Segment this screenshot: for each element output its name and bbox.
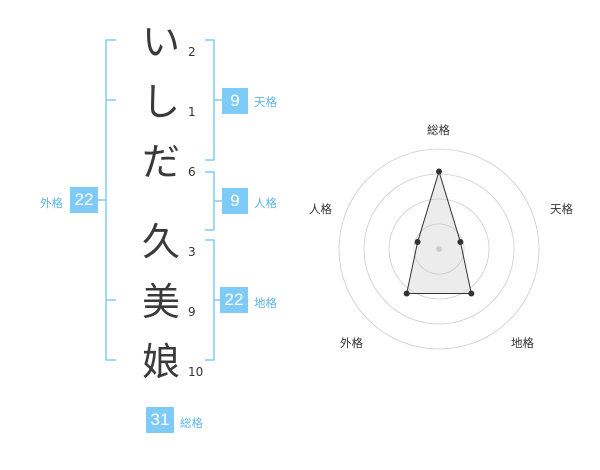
stroke-count-1: 2 xyxy=(188,45,196,59)
name-char-1: い xyxy=(141,20,180,64)
radar-point-1 xyxy=(457,239,464,246)
radar-ring-1 xyxy=(413,223,465,275)
gaikaku-value-box: 22 xyxy=(70,187,98,213)
radar-point-2 xyxy=(468,290,475,297)
stroke-count-4: 3 xyxy=(188,245,196,259)
soukaku-value-box: 31 xyxy=(146,407,174,433)
radar-center-point xyxy=(436,246,442,252)
radar-axis-label-gaikaku: 外格 xyxy=(340,336,363,350)
stroke-count-3: 6 xyxy=(188,165,196,179)
name-char-2: し xyxy=(141,80,180,124)
tenkaku-label: 天格 xyxy=(254,95,277,109)
stroke-count-2: 1 xyxy=(188,105,196,119)
jinkaku-label: 人格 xyxy=(254,196,277,210)
name-char-4: 久 xyxy=(141,220,180,264)
radar-point-4 xyxy=(414,239,421,246)
radar-axis-label-tenkaku: 天格 xyxy=(550,202,573,216)
radar-axis-label-jinkaku: 人格 xyxy=(309,202,332,216)
soukaku-label: 総格 xyxy=(180,416,203,430)
radar-point-0 xyxy=(436,168,442,175)
radar-series-polygon xyxy=(406,169,472,294)
tenkaku-value-box: 9 xyxy=(222,88,248,114)
name-char-6: 娘 xyxy=(141,340,180,384)
chikaku-value-box: 22 xyxy=(220,287,248,313)
name-char-3: だ xyxy=(141,140,180,184)
radar-axis-label-chikaku: 地格 xyxy=(511,336,534,350)
radar-axis-label-soukaku: 総格 xyxy=(427,123,450,137)
name-char-5: 美 xyxy=(141,280,180,324)
radar-ring-2 xyxy=(388,198,490,300)
radar-point-3 xyxy=(403,290,410,297)
jinkaku-value-box: 9 xyxy=(222,188,248,214)
stroke-count-6: 10 xyxy=(188,365,204,379)
radar-ring-4 xyxy=(338,148,540,350)
stroke-count-5: 9 xyxy=(188,305,196,319)
chikaku-label: 地格 xyxy=(254,296,277,310)
gaikaku-label: 外格 xyxy=(40,196,63,210)
